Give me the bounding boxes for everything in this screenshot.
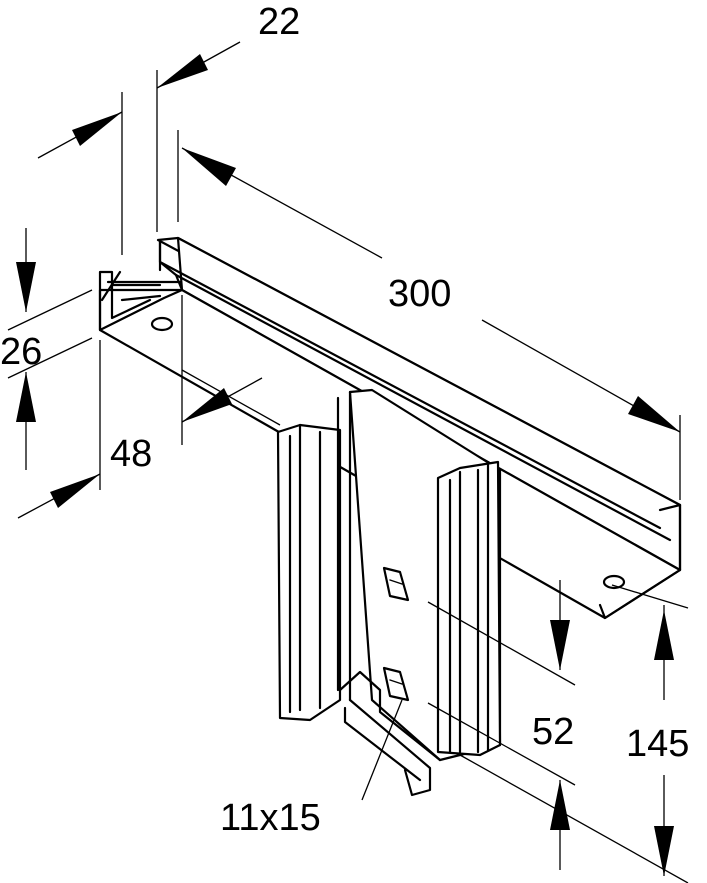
arrow-52-bottom xyxy=(550,780,570,830)
rail-profile-lines xyxy=(100,240,672,542)
rail-hole-left xyxy=(150,316,174,332)
arrow-22-left xyxy=(72,112,122,146)
arrow-145-top xyxy=(654,610,674,660)
arrow-22-right xyxy=(157,54,208,88)
arrow-300-left xyxy=(182,148,236,186)
slot-details xyxy=(389,579,403,685)
leg-left-channel xyxy=(276,423,342,722)
rail-right-end xyxy=(598,503,682,620)
leg-right-channel xyxy=(436,460,502,757)
dim-label-300: 300 xyxy=(388,273,451,315)
t-piece-part xyxy=(98,236,682,797)
dim-label-145: 145 xyxy=(626,723,689,765)
dim-label-52: 52 xyxy=(532,711,574,753)
dim-label-48: 48 xyxy=(110,433,152,475)
arrow-48-right xyxy=(182,388,232,422)
arrow-145-bottom xyxy=(654,826,674,876)
leg-bottom-bracket xyxy=(338,670,442,797)
dim-label-22: 22 xyxy=(258,1,300,43)
arrow-26-top xyxy=(16,262,36,312)
slot-upper xyxy=(382,566,410,602)
arrow-52-top xyxy=(550,620,570,670)
slot-lower xyxy=(382,666,410,702)
arrow-48-left xyxy=(50,474,100,508)
rail-end-profile xyxy=(98,240,184,332)
arrow-26-bottom xyxy=(16,372,36,422)
dim-label-26: 26 xyxy=(0,331,42,373)
rail-hole-right xyxy=(602,574,626,590)
leg-right-channel-lines xyxy=(448,462,490,754)
dimension-lines xyxy=(7,41,689,883)
arrow-300-right xyxy=(628,396,680,432)
dim-label-11x15: 11x15 xyxy=(220,797,321,839)
leg-left-channel-lines xyxy=(288,390,352,714)
